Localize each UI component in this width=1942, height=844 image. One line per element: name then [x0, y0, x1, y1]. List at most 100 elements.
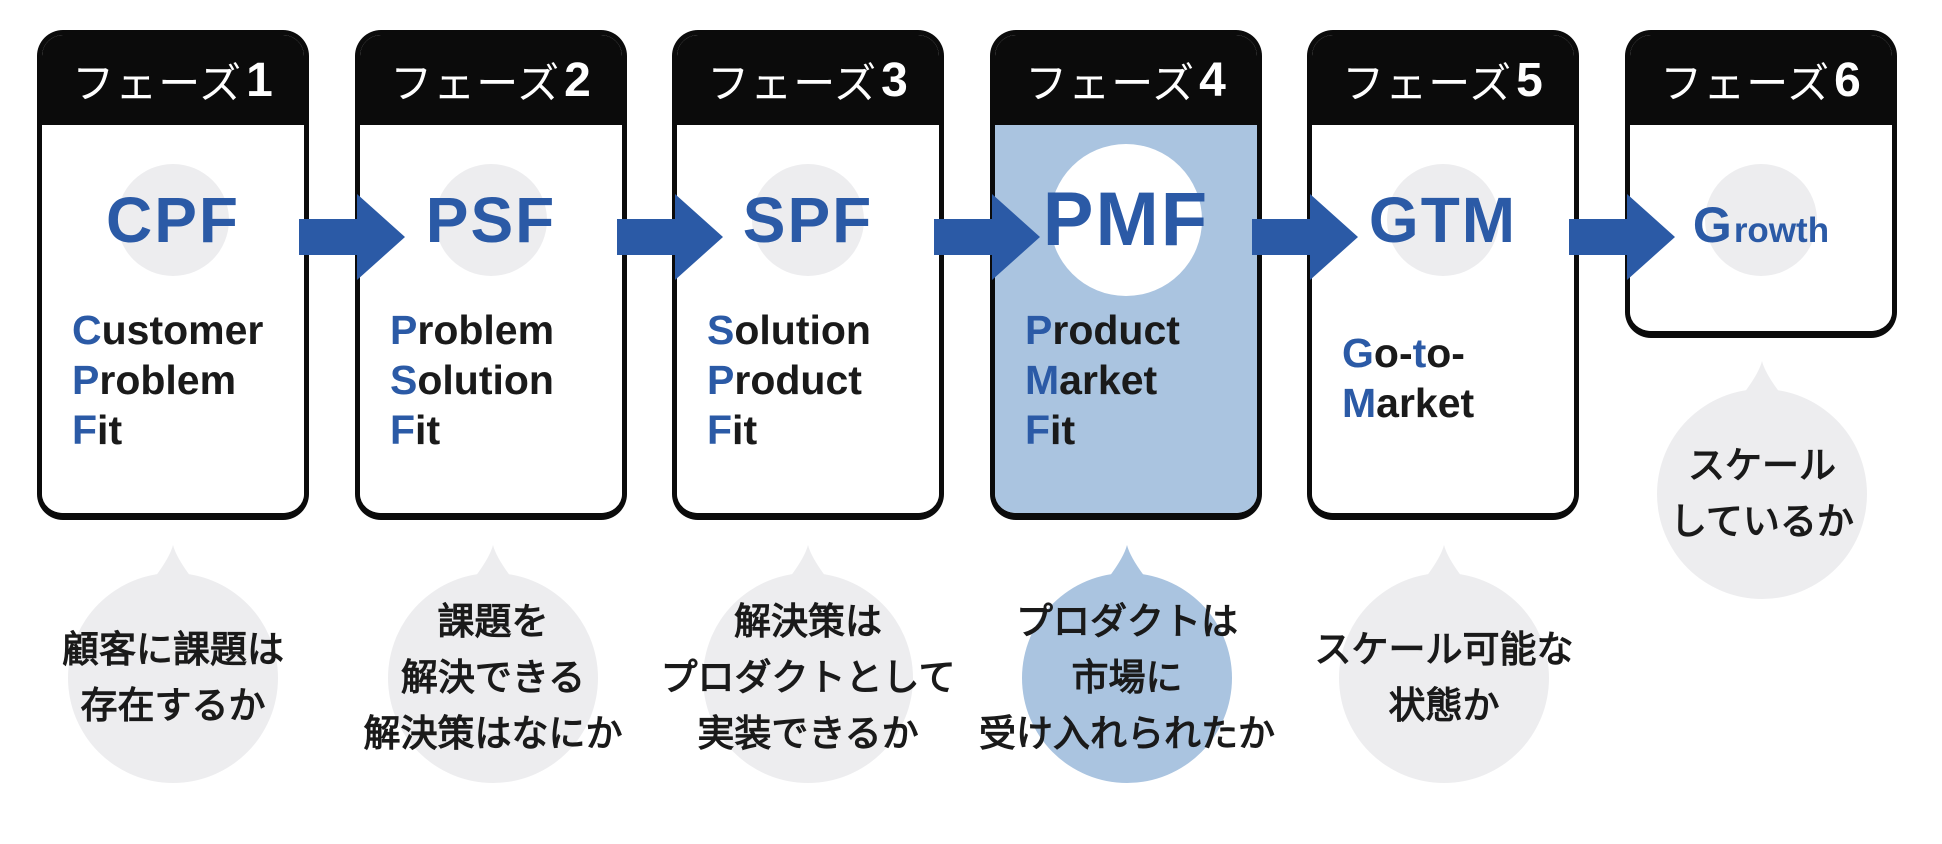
phase-number: 6 [1834, 53, 1862, 107]
phase-label: フェーズ [390, 59, 561, 107]
acronym-circle [752, 164, 864, 276]
phase-label: フェーズ [1660, 59, 1831, 107]
acronym-expansion: Go-to- Market [1342, 328, 1474, 428]
phase-5-question-bubble: スケール可能な 状態か [1315, 545, 1574, 783]
expansion-line: Fit [707, 405, 871, 455]
expansion-line: Fit [390, 405, 554, 455]
initial-letter: P [707, 357, 735, 403]
phase-number: 1 [246, 53, 274, 107]
bubble-text: 課題を 解決できる 解決策はなにか [364, 573, 623, 783]
expansion-line: Market [1025, 355, 1180, 405]
word-rest: roblem [99, 357, 237, 403]
acronym-circle [435, 164, 547, 276]
expansion-line: Problem [390, 305, 554, 355]
phase-5-body: GTM Go-to- Market [1312, 125, 1574, 513]
acronym-growth: Growth [1630, 188, 1892, 252]
phase-1-body: CPF Customer Problem Fit [42, 125, 304, 513]
bubble-line: 課題を [437, 601, 549, 642]
acronym-circle [117, 164, 229, 276]
initial-letter: F [72, 407, 98, 453]
initial-letter: P [390, 307, 418, 353]
word-rest: arket [1059, 357, 1158, 403]
initial-letter: G [1692, 197, 1734, 253]
bubble-line: 解決策は [734, 601, 882, 642]
acronym-spf: SPF [742, 184, 874, 256]
word-rest: rowth [1733, 211, 1830, 250]
initial-letter: M [1025, 357, 1060, 403]
initial-letter: P [72, 357, 100, 403]
word-rest: roblem [417, 307, 555, 353]
phase-3-question-bubble: 解決策は プロダクトとして 実装できるか [661, 545, 955, 783]
word-rest: it [97, 407, 123, 453]
acronym-cpf: CPF [106, 184, 240, 256]
bubble-line: プロダクトとして [660, 657, 956, 698]
bubble-line: 顧客に課題は [62, 629, 284, 670]
bubble-text: スケール しているか [1657, 389, 1867, 599]
acronym-gtm: GTM [1368, 184, 1518, 256]
bubble-text: 顧客に課題は 存在するか [62, 573, 284, 783]
bubble-tail-icon [155, 545, 191, 577]
phase-label: フェーズ [72, 59, 243, 107]
bubble-tail-icon [475, 545, 511, 577]
expansion-line: Product [707, 355, 871, 405]
bubble-tail-icon [790, 545, 826, 577]
bubble-text: 解決策は プロダクトとして 実装できるか [661, 573, 955, 783]
expansion-line: Customer [72, 305, 263, 355]
phase-2-question-bubble: 課題を 解決できる 解決策はなにか [364, 545, 623, 783]
bubble-line: 解決策はなにか [363, 713, 623, 754]
bubble-text: プロダクトは 市場に 受け入れられたか [979, 573, 1275, 783]
initial-letter: F [1025, 407, 1051, 453]
bubble-line: 状態か [1388, 685, 1500, 726]
word-rest: arket [1376, 380, 1475, 426]
arrow-icon [1569, 194, 1675, 280]
arrow-icon [934, 194, 1040, 280]
acronym-pmf: PMF [1042, 177, 1210, 262]
word-rest: it [732, 407, 758, 453]
acronym-circle [1387, 164, 1499, 276]
phase-6-question-bubble: スケール しているか [1657, 361, 1867, 599]
word-rest: ustomer [101, 307, 264, 353]
word-rest: it [1050, 407, 1076, 453]
word-rest: olution [417, 357, 554, 403]
phase-label: フェーズ [707, 59, 878, 107]
word-rest: roduct [734, 357, 862, 403]
bubble-text: スケール可能な 状態か [1315, 573, 1574, 783]
initial-letter: S [707, 307, 735, 353]
initial-letter: P [1025, 307, 1053, 353]
expansion-line: Product [1025, 305, 1180, 355]
acronym-psf: PSF [425, 184, 557, 256]
expansion-line: Solution [390, 355, 554, 405]
initial-letter: G [1342, 330, 1374, 376]
word-rest: roduct [1052, 307, 1180, 353]
bubble-line: スケール可能な [1314, 629, 1574, 670]
bubble-line: 実装できるか [697, 713, 919, 754]
acronym-expansion: Customer Problem Fit [72, 305, 263, 455]
expansion-line: Go-to- [1342, 328, 1474, 378]
acronym-expansion: Problem Solution Fit [390, 305, 554, 455]
phase-number: 2 [564, 53, 592, 107]
phase-6-body: Growth [1630, 125, 1892, 331]
bubble-line: 解決できる [400, 657, 586, 698]
expansion-line: Problem [72, 355, 263, 405]
phase-number: 3 [881, 53, 909, 107]
bubble-line: プロダクトは [1016, 601, 1238, 642]
bubble-tail-icon [1744, 361, 1780, 393]
phase-4-question-bubble: プロダクトは 市場に 受け入れられたか [979, 545, 1275, 783]
phase-4-body: PMF Product Market Fit [995, 125, 1257, 513]
acronym-expansion: Product Market Fit [1025, 305, 1180, 455]
bubble-line: 受け入れられたか [979, 713, 1275, 754]
arrow-icon [617, 194, 723, 280]
initial-letter: F [390, 407, 416, 453]
initial-letter: M [1342, 380, 1377, 426]
